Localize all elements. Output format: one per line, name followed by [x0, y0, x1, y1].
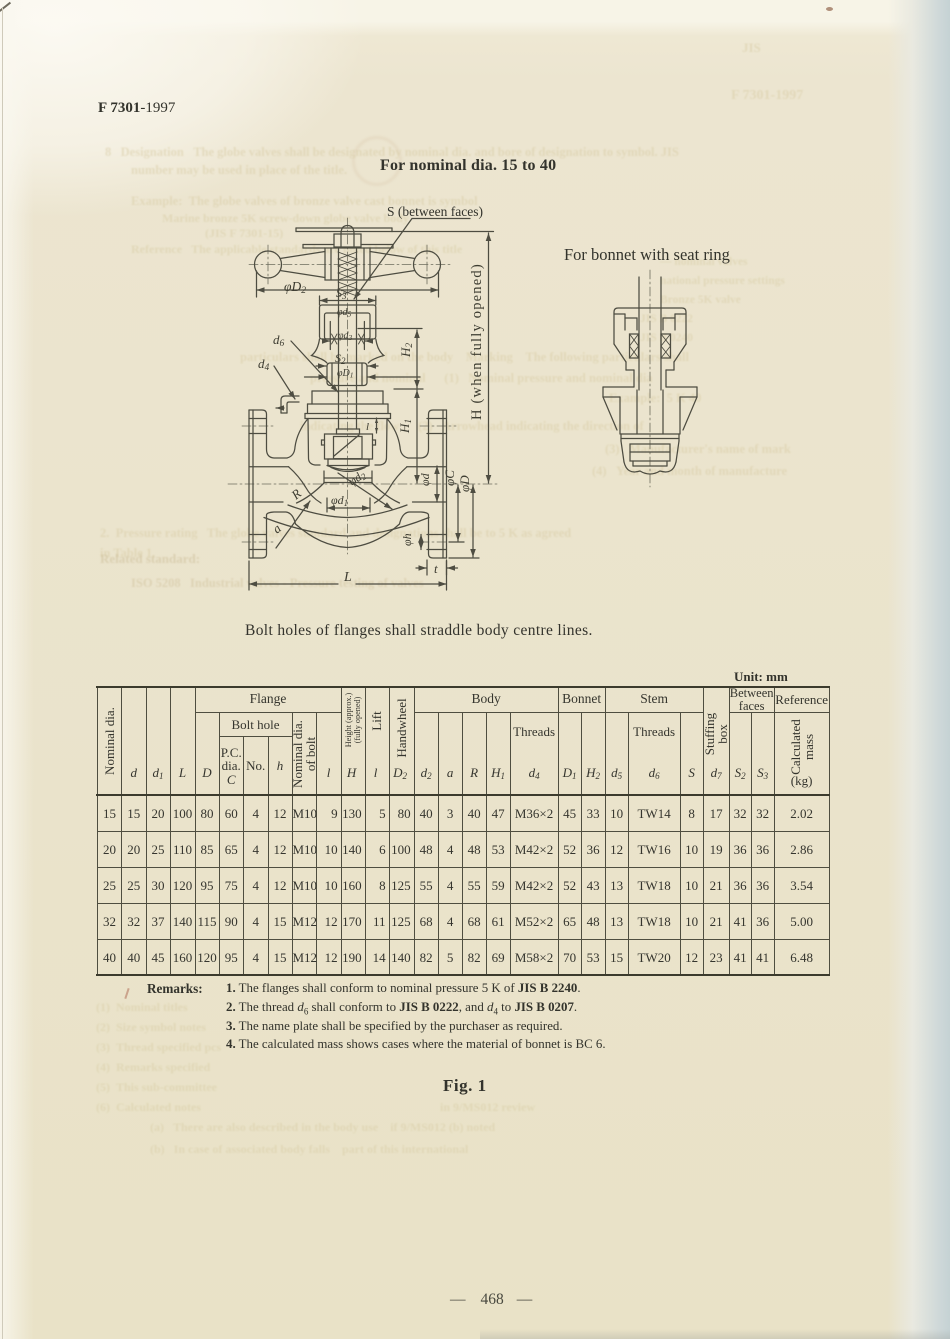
svg-text:φd: φd	[418, 472, 432, 486]
svg-text:φd5: φd5	[337, 307, 352, 319]
svg-text:S2: S2	[335, 351, 346, 366]
svg-text:φh: φh	[400, 533, 414, 546]
svg-text:H (when fully opened): H (when fully opened)	[469, 263, 485, 420]
svg-text:d6: d6	[273, 332, 285, 349]
svg-text:φD1: φD1	[337, 368, 354, 380]
svg-text:t: t	[434, 561, 438, 576]
svg-text:S3: S3	[336, 286, 347, 301]
svg-text:d4: d4	[258, 356, 270, 373]
svg-text:φD2: φD2	[284, 279, 306, 296]
svg-text:φC: φC	[442, 470, 457, 486]
svg-text:φd1: φd1	[331, 493, 348, 508]
svg-text:H2: H2	[398, 343, 415, 358]
svg-text:L: L	[343, 570, 352, 585]
svg-text:H1: H1	[397, 419, 414, 434]
svg-text:φd3: φd3	[338, 331, 353, 343]
svg-text:l: l	[366, 421, 369, 433]
svg-text:φD: φD	[457, 475, 472, 492]
